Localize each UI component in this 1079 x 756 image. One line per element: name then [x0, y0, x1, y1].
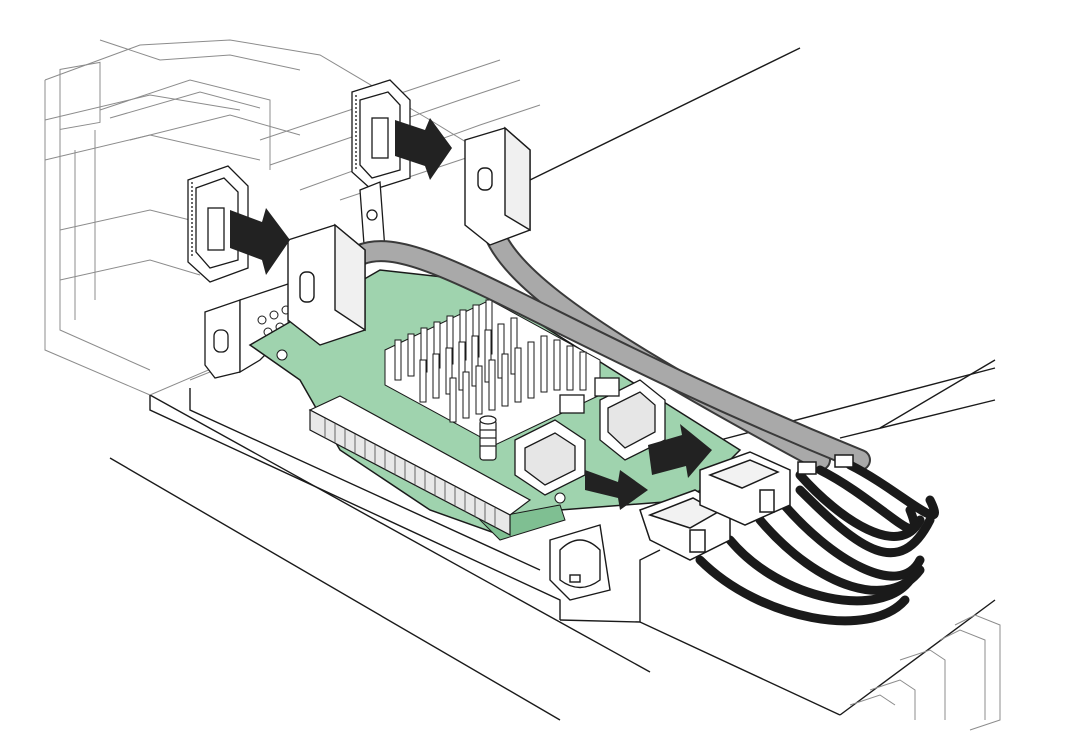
- pcie-edge-connector: [308, 395, 532, 536]
- arrow-remove-icon: [395, 118, 452, 180]
- chassis-rack-ear: [849, 614, 1001, 731]
- sas-cable-plug: [639, 451, 854, 561]
- arrow-remove-icon: [585, 470, 648, 510]
- battery-clip: [549, 524, 611, 601]
- sas-cable-plug: [287, 126, 531, 346]
- sas-port: [514, 377, 666, 496]
- sas-backplane-connector: [351, 79, 411, 191]
- arrow-remove-icon: [230, 208, 290, 275]
- sas-backplane-connector: [187, 165, 249, 283]
- heatsink: [384, 299, 601, 446]
- heatsink-screw: [479, 415, 497, 461]
- arrow-remove-icon: [648, 424, 712, 478]
- cable-y-breakout: [695, 460, 939, 626]
